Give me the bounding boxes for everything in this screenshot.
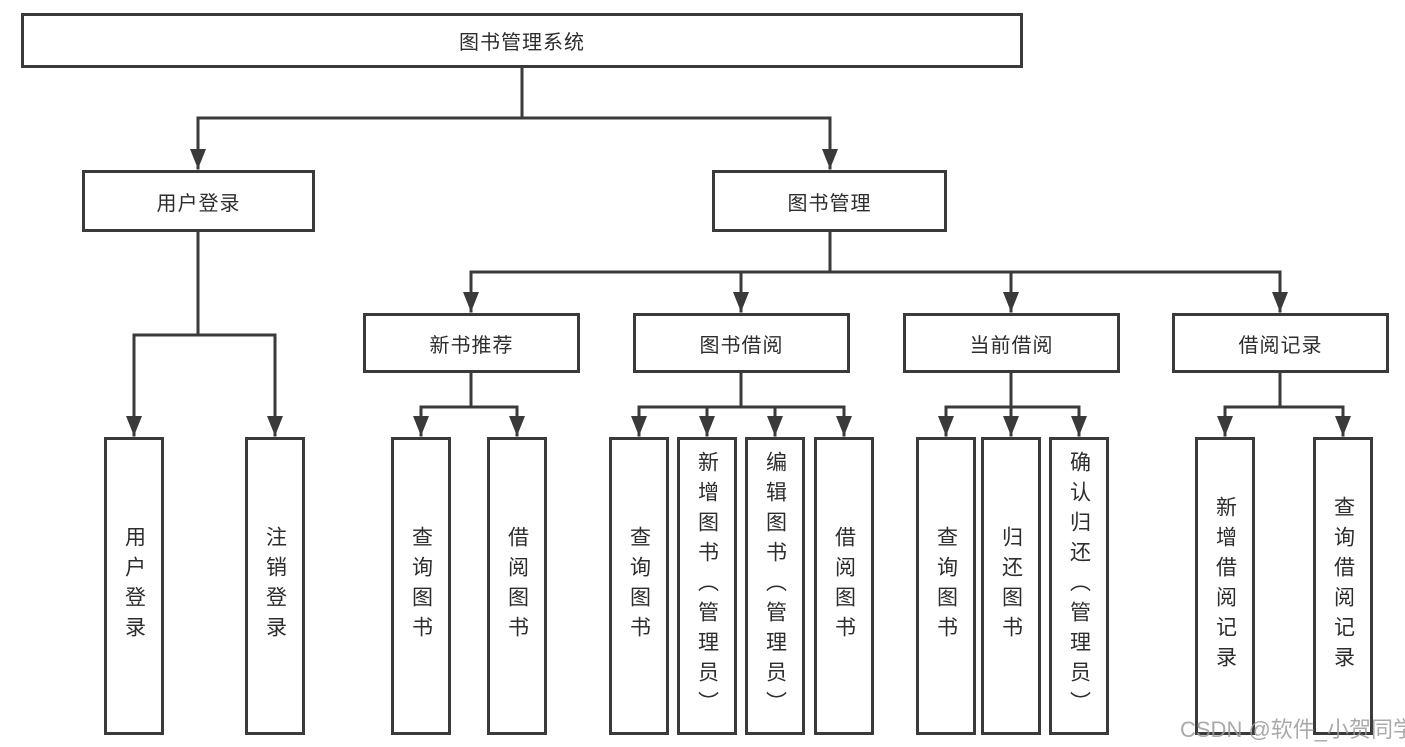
leaf-query-books-recommend-label: 查询图书 [409,526,433,646]
leaf-add-borrow-record: 新增借阅记录 [1195,437,1255,735]
leaf-query-books-borrow-label: 查询图书 [627,526,651,646]
node-current-borrow: 当前借阅 [903,313,1120,373]
node-current-borrow-label: 当前借阅 [969,334,1054,357]
leaf-add-books-admin: 新增图书（管理员） [677,437,737,735]
leaf-borrow-books-borrow-label: 借阅图书 [832,526,856,646]
leaf-query-books-current: 查询图书 [916,437,976,735]
leaf-logout-label: 注销登录 [263,526,287,646]
leaf-add-books-admin-label: 新增图书（管理员） [695,451,719,721]
leaf-return-books: 归还图书 [981,437,1041,735]
leaf-edit-books-admin: 编辑图书（管理员） [745,437,805,735]
leaf-query-books-recommend: 查询图书 [391,437,451,735]
leaf-query-borrow-record: 查询借阅记录 [1313,437,1373,735]
leaf-query-books-borrow: 查询图书 [609,437,669,735]
leaf-borrow-books-recommend: 借阅图书 [487,437,547,735]
node-root-label: 图书管理系统 [459,32,585,54]
node-book-borrow: 图书借阅 [633,313,850,373]
node-book-borrow-label: 图书借阅 [699,334,784,357]
node-borrow-records-label: 借阅记录 [1238,334,1323,357]
node-user-login: 用户登录 [82,170,315,232]
leaf-borrow-books-borrow: 借阅图书 [814,437,874,735]
leaf-borrow-books-recommend-label: 借阅图书 [505,526,529,646]
leaf-query-borrow-record-label: 查询借阅记录 [1331,496,1355,676]
node-root: 图书管理系统 [21,13,1023,68]
leaf-query-books-current-label: 查询图书 [934,526,958,646]
node-new-book-recommend: 新书推荐 [363,313,580,373]
node-new-book-recommend-label: 新书推荐 [429,334,514,357]
leaf-user-login-label: 用户登录 [122,526,146,646]
node-borrow-records: 借阅记录 [1172,313,1389,373]
leaf-confirm-return-admin-label: 确认归还（管理员） [1067,451,1091,721]
leaf-edit-books-admin-label: 编辑图书（管理员） [763,451,787,721]
leaf-return-books-label: 归还图书 [999,526,1023,646]
node-user-login-label: 用户登录 [156,192,241,215]
leaf-logout: 注销登录 [245,437,305,735]
node-book-management-label: 图书管理 [787,192,872,215]
leaf-confirm-return-admin: 确认归还（管理员） [1049,437,1109,735]
leaf-user-login: 用户登录 [104,437,164,735]
node-book-management: 图书管理 [712,170,947,232]
csdn-watermark: CSDN @软件_小贺同学 [1180,717,1405,742]
leaf-add-borrow-record-label: 新增借阅记录 [1213,496,1237,676]
